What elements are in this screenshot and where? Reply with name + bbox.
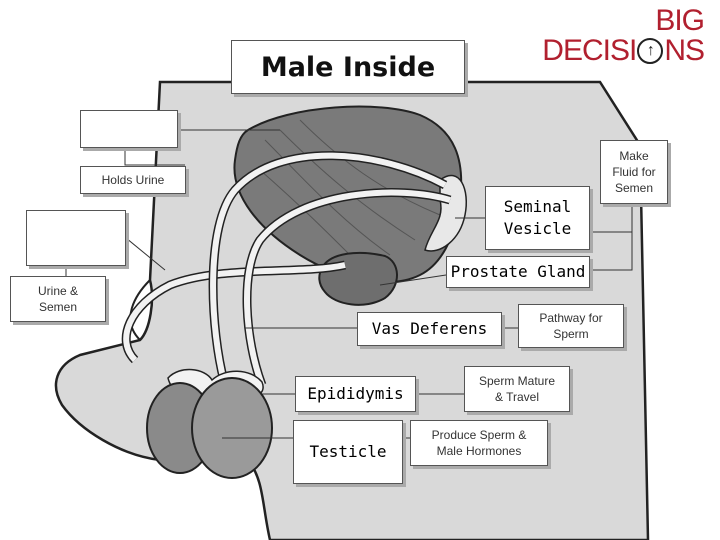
- prostate-gland-label-box: Prostate Gland: [446, 256, 590, 288]
- pathway-text: Pathway for Sperm: [539, 310, 602, 342]
- blank-label-box-1[interactable]: [80, 110, 178, 148]
- sperm-mature-box: Sperm Mature & Travel: [464, 366, 570, 412]
- testicle-label: Testicle: [309, 441, 386, 463]
- produce-sperm-box: Produce Sperm & Male Hormones: [410, 420, 548, 466]
- testicle-label-box: Testicle: [293, 420, 403, 484]
- urine-semen-text: Urine & Semen: [38, 283, 78, 315]
- page-title: Male Inside: [261, 52, 435, 83]
- brand-logo: BIG DECISI↑NS: [542, 6, 704, 66]
- prostate: [319, 253, 397, 305]
- epididymis-label: Epididymis: [307, 383, 403, 405]
- make-fluid-text: Make Fluid for Semen: [612, 148, 655, 197]
- pathway-box: Pathway for Sperm: [518, 304, 624, 348]
- vas-deferens-label: Vas Deferens: [372, 318, 488, 340]
- vas-deferens-label-box: Vas Deferens: [357, 312, 502, 346]
- logo-line2-end: NS: [664, 36, 704, 66]
- seminal-vesicle-label: Seminal Vesicle: [504, 196, 571, 239]
- testicle-front: [192, 378, 272, 478]
- prostate-gland-label: Prostate Gland: [451, 261, 586, 283]
- blank-label-box-2[interactable]: [26, 210, 126, 266]
- seminal-vesicle-label-box: Seminal Vesicle: [485, 186, 590, 250]
- holds-urine-text: Holds Urine: [102, 172, 165, 188]
- logo-line2-start: DECISI: [542, 36, 636, 66]
- up-arrow-icon: ↑: [637, 38, 663, 64]
- make-fluid-box: Make Fluid for Semen: [600, 140, 668, 204]
- title-box: Male Inside: [231, 40, 465, 94]
- holds-urine-box: Holds Urine: [80, 166, 186, 194]
- urine-semen-box: Urine & Semen: [10, 276, 106, 322]
- epididymis-label-box: Epididymis: [295, 376, 416, 412]
- produce-sperm-text: Produce Sperm & Male Hormones: [432, 427, 527, 459]
- logo-line1: BIG: [542, 6, 704, 36]
- sperm-mature-text: Sperm Mature & Travel: [479, 373, 555, 405]
